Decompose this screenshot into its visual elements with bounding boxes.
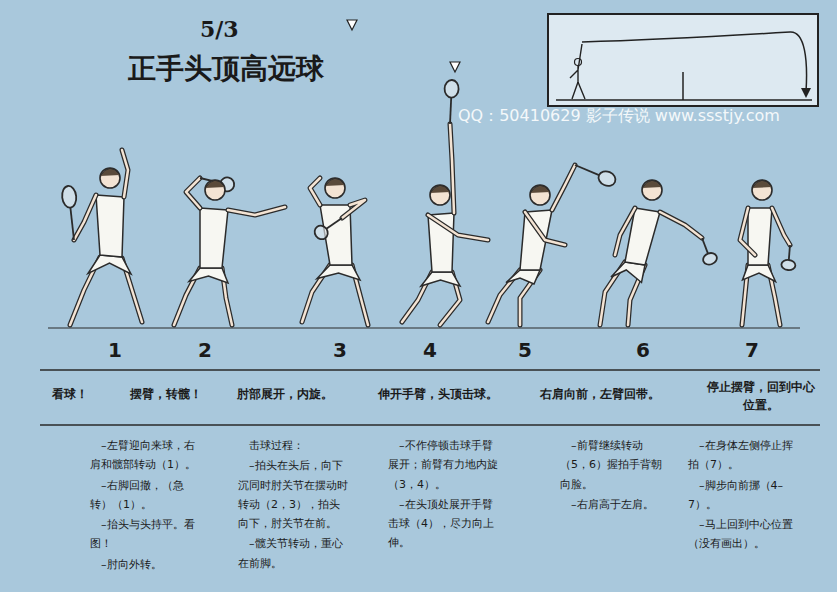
note-text: –前臂继续转动（5，6）握拍手背朝向脸。 (560, 436, 664, 494)
player-figures (61, 20, 796, 325)
player (302, 178, 368, 325)
step-caption: 摆臂，转髋！ (130, 385, 230, 403)
step-caption: 伸开手臂，头顶击球。 (378, 385, 528, 403)
watermark: QQ：50410629 影子传说 www.ssstjy.com (458, 106, 780, 127)
note-text: –左臂迎向来球，右肩和髋部转动（1）。 (90, 436, 198, 475)
player (600, 180, 719, 325)
player (488, 165, 618, 325)
note-text: –右肩高于左肩。 (560, 495, 664, 514)
step-number: 5 (505, 338, 545, 362)
note-text: –在身体左侧停止挥拍（7）。 (688, 436, 796, 475)
note-column: 击球过程：–拍头在头后，向下沉同时肘关节在摆动时转动（2，3），拍头向下，肘关节… (238, 436, 350, 574)
note-text: –马上回到中心位置（没有画出）。 (688, 515, 796, 554)
page-number: 5/3 (200, 16, 239, 42)
shuttlecock (347, 20, 357, 30)
step-number: 4 (410, 338, 450, 362)
player (174, 176, 285, 325)
note-column: –在身体左侧停止挥拍（7）。–脚步向前挪（4–7）。–马上回到中心位置（没有画出… (688, 436, 796, 555)
step-number: 2 (185, 338, 225, 362)
note-column: –左臂迎向来球，右肩和髋部转动（1）。–右脚回撤，（急转）（1）。–抬头与头持平… (90, 436, 198, 575)
note-text: –在头顶处展开手臂击球（4），尽力向上伸。 (388, 495, 500, 553)
note-text: –肘向外转。 (90, 555, 198, 574)
step-number: 7 (732, 338, 772, 362)
step-number: 1 (95, 338, 135, 362)
note-text: –右脚回撤，（急转）（1）。 (90, 476, 198, 515)
step-caption: 肘部展开，内旋。 (237, 385, 367, 403)
step-caption: 看球！ (52, 385, 122, 403)
step-number: 6 (623, 338, 663, 362)
inset-trajectory (548, 14, 818, 106)
note-column: –不作停顿击球手臂展开；前臂有力地内旋（3，4）。–在头顶处展开手臂击球（4），… (388, 436, 500, 554)
step-number: 3 (320, 338, 360, 362)
note-text: –抬头与头持平。看图！ (90, 515, 198, 554)
title: 正手头顶高远球 (128, 50, 324, 88)
note-text: 击球过程： (238, 436, 350, 455)
shuttlecock (450, 62, 460, 72)
note-text: –髋关节转动，重心在前脚。 (238, 534, 350, 573)
note-text: –不作停顿击球手臂展开；前臂有力地内旋（3，4）。 (388, 436, 500, 494)
player (740, 180, 796, 325)
note-text: –脚步向前挪（4–7）。 (688, 476, 796, 515)
floor-line (48, 327, 800, 328)
note-column: –前臂继续转动（5，6）握拍手背朝向脸。–右肩高于左肩。 (560, 436, 664, 515)
step-caption: 停止摆臂，回到中心位置。 (705, 378, 817, 414)
player (61, 150, 142, 325)
step-caption: 右肩向前，左臂回带。 (540, 385, 690, 403)
rule-lines (40, 370, 820, 425)
note-text: –拍头在头后，向下沉同时肘关节在摆动时转动（2，3），拍头向下，肘关节在前。 (238, 456, 350, 533)
